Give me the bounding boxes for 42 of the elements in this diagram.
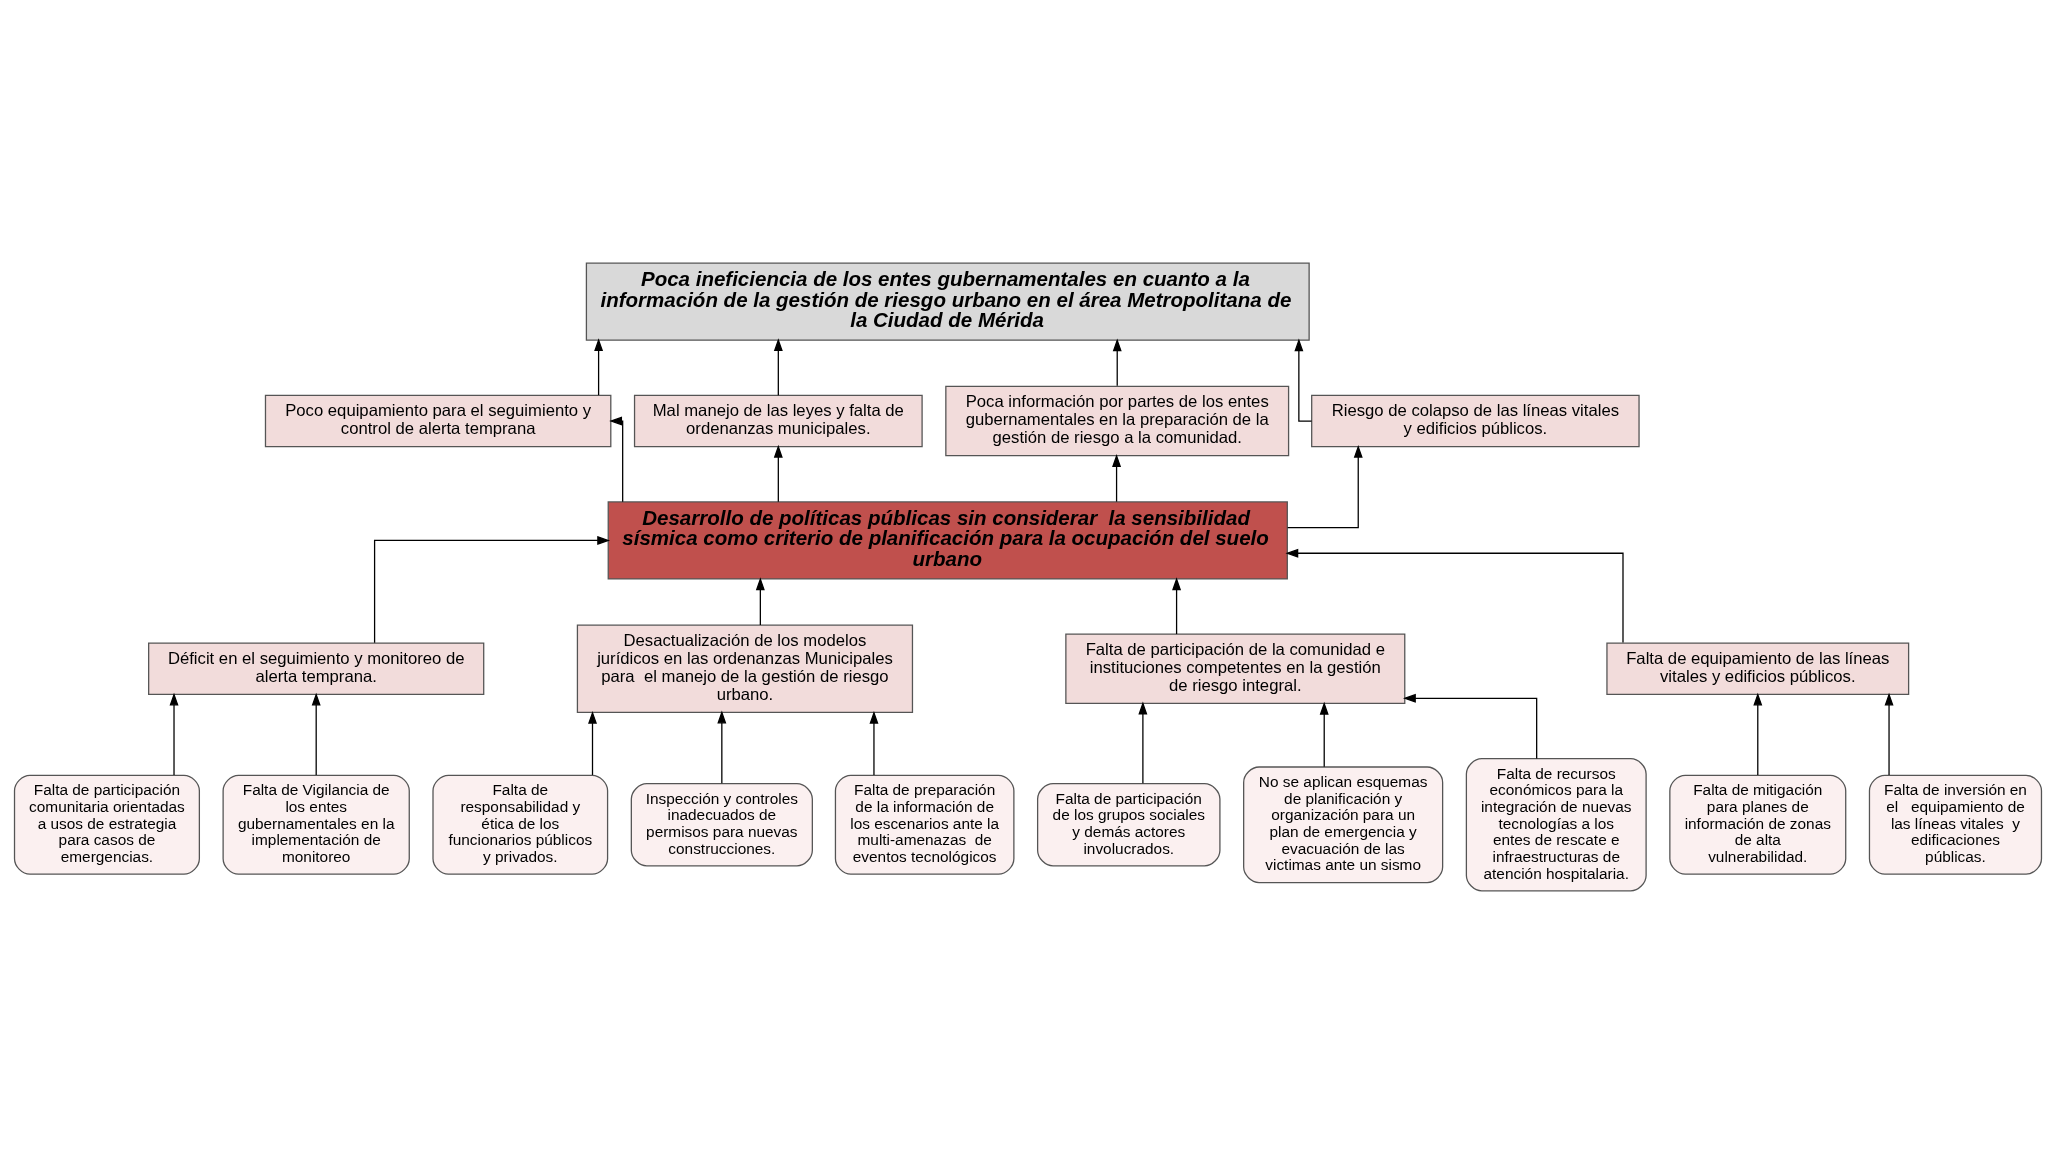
arrow [1753,692,1763,776]
node-box: Falta de participación de los grupos sociales y demás actores involucrados. [1037,783,1221,867]
node-box: Falta de recursos económicos para la integración de nuevas tecnologías a los entes de rescate e infraestructuras de atención hospitalaria. [1465,758,1647,892]
node-box: Desactualización de los modelos jurídicos en las ordenanzas Municipales para el manejo de la gestión de riesgo urbano. [576,624,914,714]
arrow [1403,693,1538,760]
node-box: Falta de participación comunitaria orientadas a usos de estrategia para casos de emergencias. [13,774,200,875]
arrow [717,710,727,784]
arrow [773,338,783,396]
node-box: Falta de mitigación para planes de información de zonas de alta vulnerabilidad. [1669,774,1847,875]
arrow [594,338,604,396]
node-box: Desarrollo de políticas públicas sin considerar la sensibilidad sísmica como criterio de planificación para la ocupación del suelo urbano [607,501,1288,580]
node-box: Falta de responsabilidad y ética de los funcionarios públicos y privados. [432,774,609,875]
arrow [1172,577,1182,635]
arrow [311,692,321,776]
arrow [169,692,179,776]
node-box: Poca ineficiencia de los entes gubernamentales en cuanto a la información de la gestión de riesgo urbano en el área Metropolitana de la Ciudad de Mérida [585,262,1310,341]
arrow [869,710,879,776]
arrow [1287,444,1363,529]
node-box: Riesgo de colapso de las líneas vitales y edificios públicos. [1311,394,1640,448]
node-box: Déficit en el seguimiento y monitoreo de alerta temprana. [148,642,485,696]
node-box: Falta de equipamiento de las líneas vitales y edificios públicos. [1606,642,1910,696]
arrow [1112,454,1122,503]
arrow [1285,548,1624,644]
arrow [1138,701,1148,784]
node-box: Poco equipamiento para el seguimiento y control de alerta temprana [264,394,612,448]
arrow [773,444,783,503]
arrow [1294,338,1313,422]
node-box: Mal manejo de las leyes y falta de ordenanzas municipales. [633,394,923,448]
arrow [373,535,611,644]
node-box: Falta de preparación de la información de los escenarios ante la multi-amenazas de eventos tecnológicos [834,774,1015,875]
arrow [609,416,624,503]
arrow [1319,701,1329,768]
arrow [1112,338,1122,387]
node-box: Falta de Vigilancia de los entes gubernamentales en la implementación de monitoreo [222,774,410,875]
node-box: Inspección y controles inadecuados de permisos para nuevas construcciones. [630,783,813,867]
arrow [755,577,765,626]
arrow [588,710,597,776]
node-box: Falta de participación de la comunidad e instituciones competentes en la gestión de riesgo integral. [1065,633,1406,705]
node-box: Poca información por partes de los entes gubernamentales en la preparación de la gestión de riesgo a la comunidad. [945,385,1290,457]
node-box: Falta de inversión en el equipamiento de las líneas vitales y edificaciones públicas. [1868,774,2043,875]
node-box: No se aplican esquemas de planificación y organización para un plan de emergencia y evacuación de las victimas ante un sismo [1243,766,1444,884]
arrow [1884,692,1894,776]
